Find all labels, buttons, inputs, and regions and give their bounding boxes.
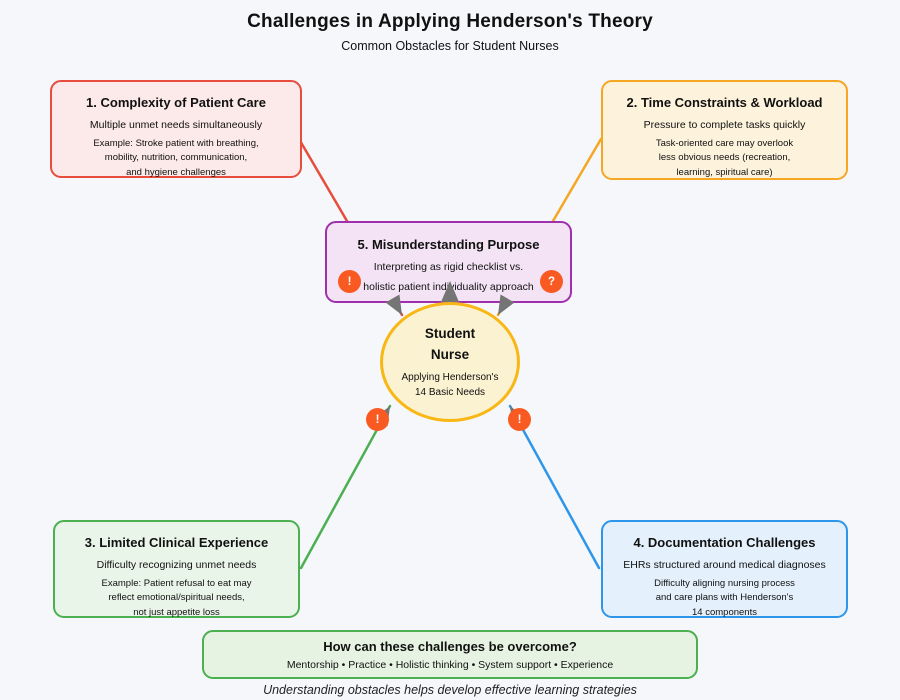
challenge-detail: holistic patient individuality approach: [363, 281, 534, 293]
challenge-heading: 1. Complexity of Patient Care: [86, 95, 266, 110]
challenge-heading: 3. Limited Clinical Experience: [84, 535, 269, 550]
challenge-detail: Difficulty aligning nursing process and …: [654, 578, 795, 618]
challenge-box-clinical: 3. Limited Clinical Experience Difficult…: [53, 520, 300, 618]
challenge-detail: Example: Stroke patient with breathing, …: [93, 138, 259, 178]
page-title: Challenges in Applying Henderson's Theor…: [247, 11, 653, 32]
challenge-box-misunderstanding: 5. Misunderstanding Purpose Interpreting…: [325, 221, 572, 303]
student-nurse-node: Student Nurse Applying Henderson's 14 Ba…: [380, 302, 520, 422]
alert-badge-icon: !: [508, 408, 531, 431]
challenge-summary: EHRs structured around medical diagnoses: [623, 559, 826, 571]
footer-note: Understanding obstacles helps develop ef…: [263, 683, 637, 697]
challenge-summary: Difficulty recognizing unmet needs: [96, 559, 257, 571]
challenge-detail: Task-oriented care may overlook less obv…: [655, 138, 794, 178]
overcome-box: How can these challenges be overcome? Me…: [202, 630, 698, 679]
challenge-heading: 4. Documentation Challenges: [633, 535, 816, 550]
challenge-box-documentation: 4. Documentation Challenges EHRs structu…: [601, 520, 848, 618]
challenge-summary: Multiple unmet needs simultaneously: [89, 119, 263, 131]
question-badge-icon: ?: [540, 270, 563, 293]
challenge-summary: Interpreting as rigid checklist vs.: [373, 261, 524, 273]
challenge-box-complexity: 1. Complexity of Patient Care Multiple u…: [50, 80, 302, 178]
alert-badge-icon: !: [366, 408, 389, 431]
challenge-heading: 2. Time Constraints & Workload: [626, 95, 823, 110]
alert-badge-icon: !: [338, 270, 361, 293]
overcome-strategies: Mentorship • Practice • Holistic thinkin…: [286, 658, 614, 671]
challenge-detail: Example: Patient refusal to eat may refl…: [101, 578, 252, 618]
student-nurse-subtitle: Applying Henderson's 14 Basic Needs: [401, 371, 499, 398]
challenge-heading: 5. Misunderstanding Purpose: [357, 237, 540, 252]
challenge-summary: Pressure to complete tasks quickly: [643, 119, 806, 131]
challenge-box-time: 2. Time Constraints & Workload Pressure …: [601, 80, 848, 180]
page-subtitle: Common Obstacles for Student Nurses: [341, 39, 559, 53]
student-nurse-label: Student Nurse: [424, 326, 476, 362]
overcome-heading: How can these challenges be overcome?: [323, 638, 577, 654]
